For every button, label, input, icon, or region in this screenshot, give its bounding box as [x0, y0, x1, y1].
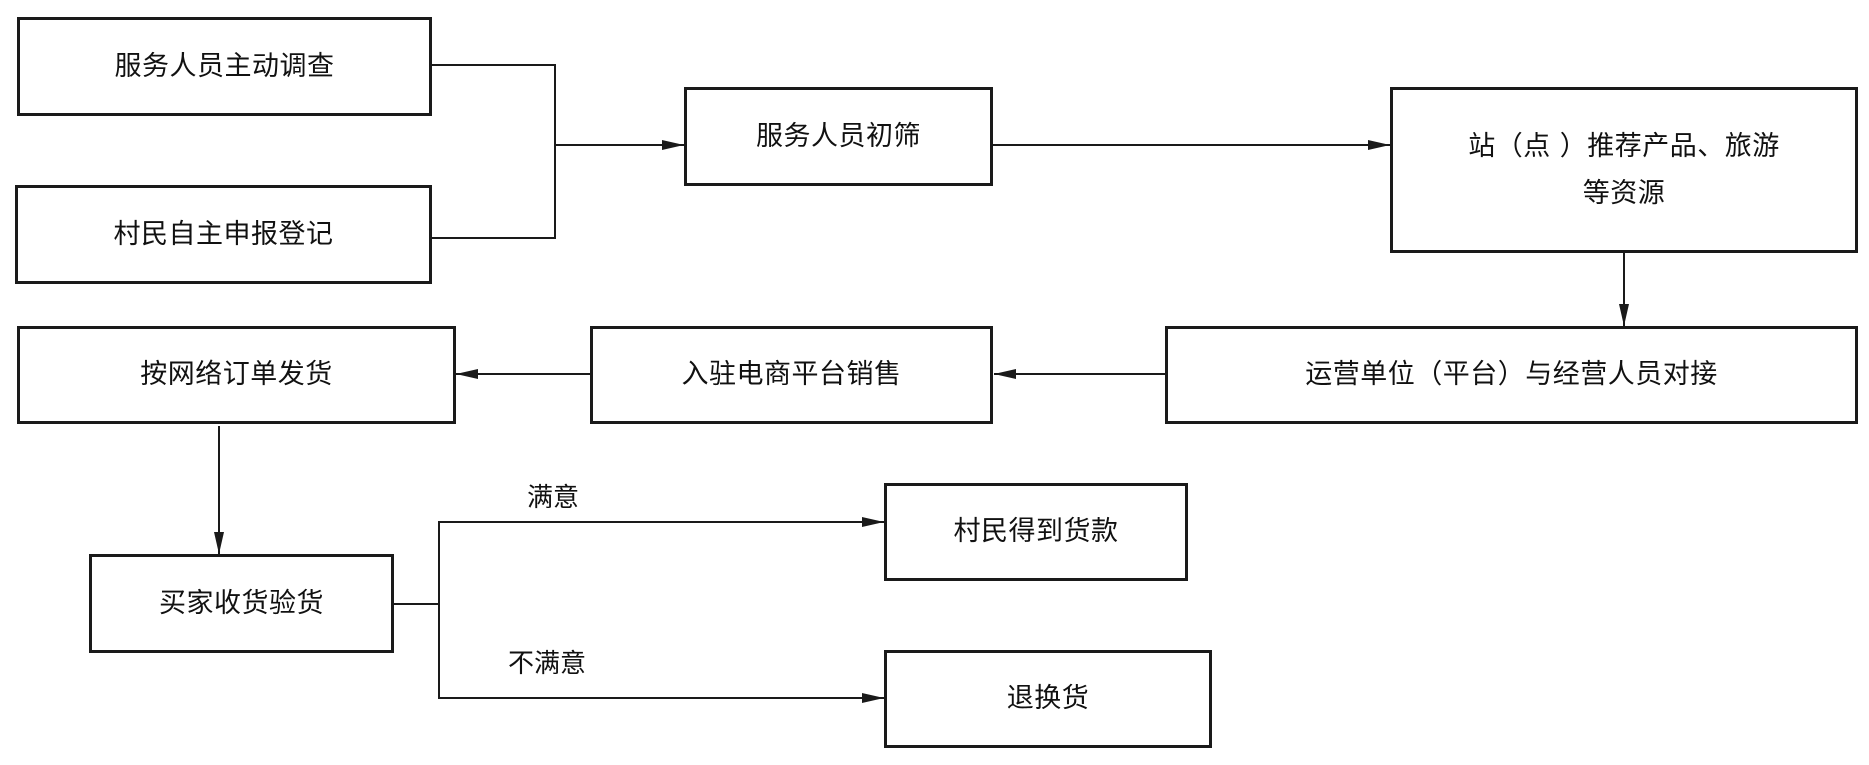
- node-inspect-label: 买家收货验货: [159, 587, 324, 619]
- node-ship: 按网络订单发货: [17, 326, 456, 424]
- node-return: 退换货: [884, 650, 1212, 748]
- node-return-label: 退换货: [1006, 683, 1090, 715]
- node-survey-label: 服务人员主动调查: [114, 50, 335, 82]
- node-self-report-label: 村民自主申报登记: [113, 218, 334, 250]
- node-recommend: 站（点 ）推荐产品、旅游 等资源: [1390, 87, 1858, 253]
- node-survey: 服务人员主动调查: [17, 17, 432, 116]
- node-payment: 村民得到货款: [884, 483, 1188, 581]
- node-inspect: 买家收货验货: [89, 554, 394, 653]
- node-dock-label: 运营单位（平台）与经营人员对接: [1305, 359, 1718, 391]
- node-payment-label: 村民得到货款: [953, 516, 1119, 548]
- arrow-unsatisfied-to-return: [438, 604, 884, 703]
- connector-survey-merge: [432, 64, 556, 239]
- edge-label-satisfied: 满意: [527, 483, 580, 513]
- node-ecommerce: 入驻电商平台销售: [590, 326, 993, 424]
- node-screening-label: 服务人员初筛: [756, 120, 921, 152]
- arrow-satisfied-to-payment: [438, 517, 884, 604]
- node-ecommerce-label: 入驻电商平台销售: [681, 359, 902, 391]
- node-self-report: 村民自主申报登记: [15, 185, 432, 284]
- node-screening: 服务人员初筛: [684, 87, 993, 186]
- edge-label-unsatisfied: 不满意: [508, 649, 587, 679]
- node-ship-label: 按网络订单发货: [140, 359, 333, 391]
- node-recommend-line1: 站（点 ）推荐产品、旅游: [1468, 130, 1780, 162]
- node-recommend-line2: 等资源: [1582, 178, 1666, 209]
- node-dock: 运营单位（平台）与经营人员对接: [1165, 326, 1858, 424]
